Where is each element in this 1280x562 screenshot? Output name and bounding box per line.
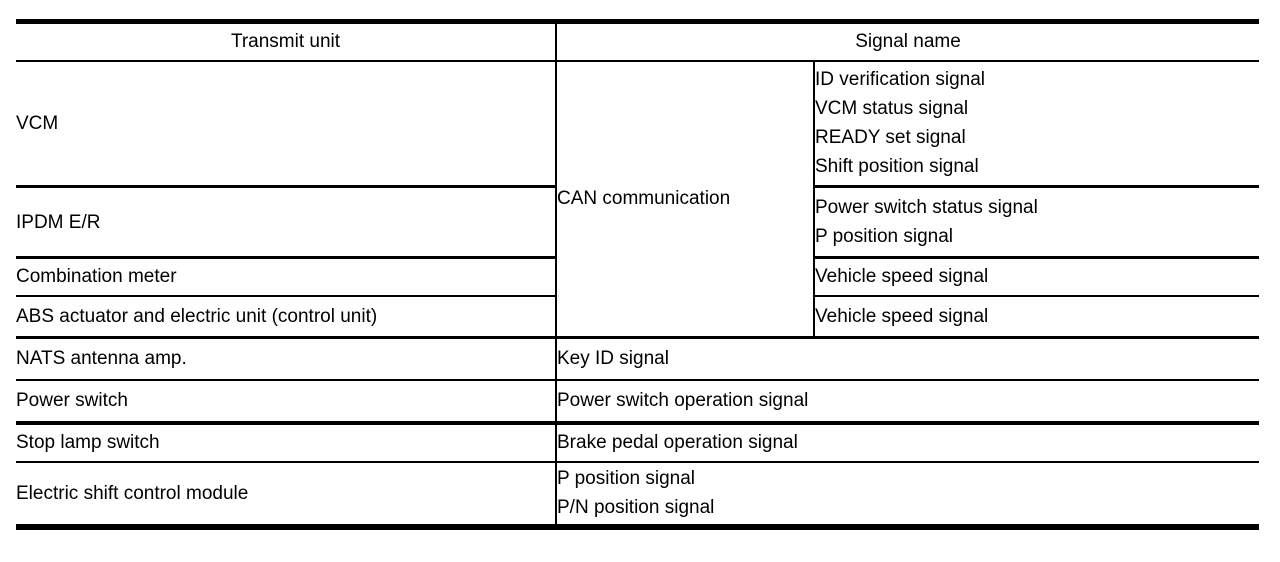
signal-line: Key ID signal [557, 348, 669, 370]
table-row-combination-meter: Combination meter Vehicle speed signal [16, 257, 1259, 297]
signal-line: VCM status signal [815, 98, 969, 120]
signal-line: Vehicle speed signal [815, 305, 989, 327]
signal-line: Shift position signal [815, 156, 979, 178]
signal-line: P position signal [557, 468, 696, 489]
cell-unit-vcm: VCM [16, 60, 556, 188]
signal-line: READY set signal [815, 127, 966, 149]
cell-unit-abs: ABS actuator and electric unit (control … [16, 295, 556, 339]
table-row-ipdm: IPDM E/R Power switch status signal P po… [16, 186, 1259, 259]
cell-unit-nats: NATS antenna amp. [16, 337, 556, 381]
table-row-vcm: VCM CAN communication ID verification si… [16, 60, 1259, 339]
table-row-nats: NATS antenna amp. Key ID signal [16, 337, 1259, 381]
signal-line: Brake pedal operation signal [557, 432, 798, 453]
cell-unit-power-switch: Power switch [16, 379, 556, 425]
cell-can-communication: CAN communication [555, 60, 814, 339]
table-row-abs: ABS actuator and electric unit (control … [16, 295, 1259, 339]
table-row-electric-shift: Electric shift control module P position… [16, 461, 1259, 527]
signal-line: Power switch operation signal [557, 390, 809, 411]
cell-signals-ipdm: Power switch status signal P position si… [813, 186, 1259, 259]
cell-signals-electric-shift: P position signal P/N position signal [555, 461, 1259, 527]
cell-signals-abs: Vehicle speed signal [813, 295, 1259, 339]
header-transmit-unit: Transmit unit [16, 21, 556, 62]
cell-signals-combination-meter: Vehicle speed signal [813, 257, 1259, 297]
cell-signals-stop-lamp-switch: Brake pedal operation signal [555, 422, 1259, 463]
table-row-stop-lamp-switch: Stop lamp switch Brake pedal operation s… [16, 422, 1259, 463]
header-signal-name: Signal name [555, 21, 1259, 62]
signal-line: ID verification signal [815, 69, 986, 91]
can-signal-table: Transmit unit Signal name VCM CAN commun… [16, 19, 1259, 530]
signal-line: Vehicle speed signal [815, 266, 989, 288]
cell-unit-electric-shift: Electric shift control module [16, 482, 249, 504]
cell-unit-combination-meter: Combination meter [16, 257, 556, 297]
cell-signals-vcm: ID verification signal VCM status signal… [813, 60, 1259, 188]
cell-signals-nats: Key ID signal [555, 337, 1259, 381]
table-header-row: Transmit unit Signal name [16, 21, 1259, 62]
cell-unit-ipdm: IPDM E/R [16, 186, 556, 259]
signal-line: P position signal [815, 226, 954, 247]
cell-signals-power-switch: Power switch operation signal [555, 379, 1259, 425]
signal-line: Power switch status signal [815, 197, 1038, 218]
cell-unit-stop-lamp-switch: Stop lamp switch [16, 422, 556, 463]
table-row-power-switch: Power switch Power switch operation sign… [16, 379, 1259, 425]
signal-line: P/N position signal [557, 497, 715, 518]
